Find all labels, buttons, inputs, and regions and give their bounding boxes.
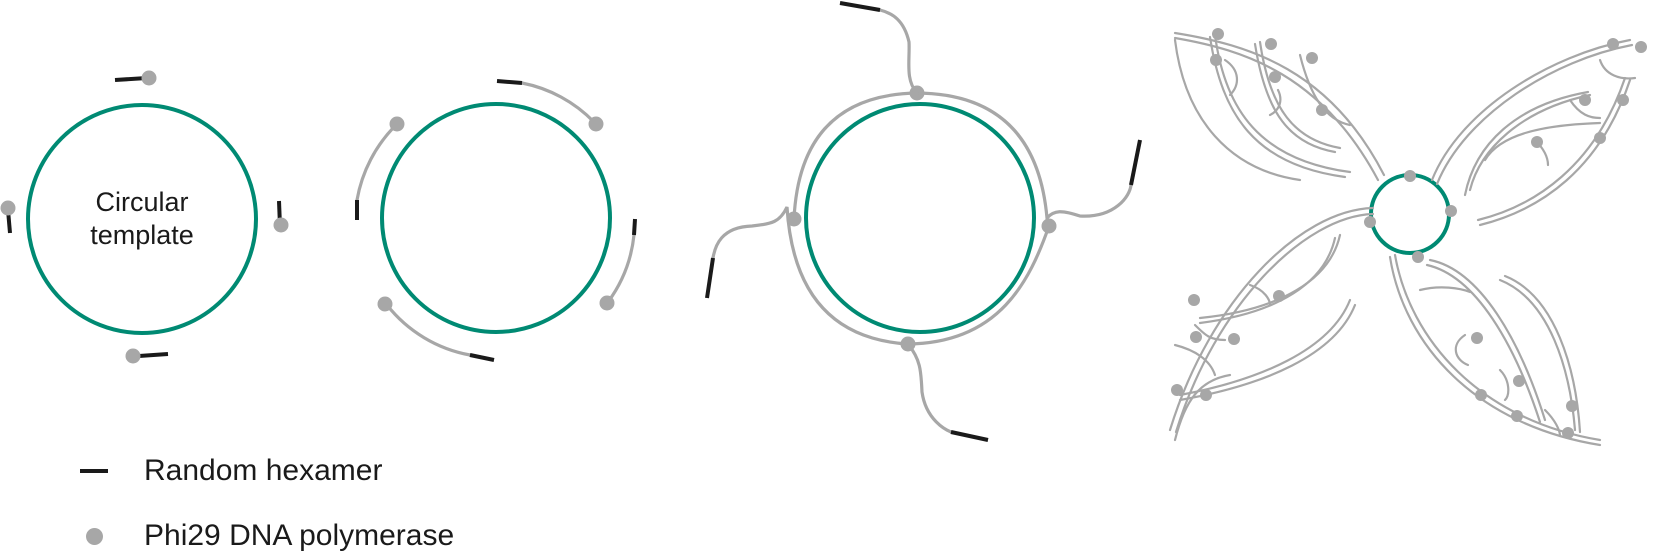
polymerase-dot (1212, 28, 1224, 40)
polymerase-dot (1265, 38, 1277, 50)
polymerase-dot (1200, 389, 1212, 401)
displaced-strand (711, 206, 910, 346)
hexamer (469, 353, 495, 362)
polymerase-dot (1566, 400, 1578, 412)
branch-lobe-upper-right (1430, 38, 1647, 227)
hexamer (950, 430, 989, 442)
circular-template-4 (1369, 173, 1451, 255)
polymerase-dot (1188, 294, 1200, 306)
stage-1: Circular template (0, 70, 289, 364)
hexamer (839, 1, 881, 12)
hexamer (705, 257, 715, 299)
polymerase-dot (1445, 205, 1457, 217)
displaced-strand (915, 91, 1133, 222)
polymerase-dot (377, 296, 393, 312)
polymerase-dot (1475, 389, 1487, 401)
polymerase-dot (1607, 38, 1619, 50)
polymerase-dot (1228, 333, 1240, 345)
stage-4 (1168, 28, 1647, 447)
stage-3 (705, 1, 1142, 442)
legend-row-hexamer: Random hexamer (80, 454, 382, 488)
new-strand (385, 303, 472, 357)
branch-lobe-upper-left (1173, 28, 1386, 182)
new-strand (606, 233, 636, 304)
polymerase-dot (1269, 71, 1281, 83)
polymerase-dot (1190, 331, 1202, 343)
polymerase-dot (588, 116, 604, 132)
branch-lobe-lower-left (1168, 206, 1375, 442)
polymerase-dot (1273, 290, 1285, 302)
polymerase-dot (1579, 94, 1591, 106)
polymerase-dot (1210, 54, 1222, 66)
polymerase-dot (0, 200, 16, 216)
hexamer-swatch (80, 469, 108, 473)
hexamer (1129, 139, 1142, 186)
polymerase-dot (1404, 170, 1416, 182)
polymerase-dot (786, 211, 802, 227)
circular-template-3 (804, 102, 1036, 334)
new-strand (355, 123, 398, 202)
polymerase-dot (1594, 132, 1606, 144)
circular-template-2 (380, 102, 612, 334)
polymerase-dot (1562, 427, 1574, 439)
legend-row-polymerase: Phi29 DNA polymerase (80, 519, 454, 553)
polymerase-dot (1617, 94, 1629, 106)
branch-lobe-lower-right (1388, 253, 1602, 447)
legend-polymerase-label: Phi29 DNA polymerase (144, 519, 455, 552)
circular-template-1 (26, 103, 258, 335)
hexamer (632, 218, 637, 236)
polymerase-dot (1412, 251, 1424, 263)
template-label-line1: Circular (95, 187, 188, 217)
polymerase-dot (1531, 136, 1543, 148)
new-strand (520, 81, 596, 124)
polymerase-dot (1041, 218, 1057, 234)
polymerase-dot (1511, 410, 1523, 422)
polymerase-dot (900, 336, 916, 352)
polymerase-dot (1316, 104, 1328, 116)
hexamer (138, 352, 169, 358)
stage-2 (355, 79, 637, 362)
polymerase-swatch (86, 527, 103, 545)
polymerase-dot (1171, 384, 1183, 396)
legend-hexamer-label: Random hexamer (144, 454, 383, 487)
polymerase-dot (1364, 216, 1376, 228)
polymerase-dot (125, 348, 141, 364)
polymerase-dot (389, 116, 405, 132)
polymerase-dot (1635, 41, 1647, 53)
hexamer (496, 79, 523, 85)
polymerase-dot (599, 295, 615, 311)
template-label-line2: template (90, 220, 194, 250)
polymerase-dot (1306, 52, 1318, 64)
polymerase-dot (1513, 375, 1525, 387)
displaced-strand (792, 8, 921, 221)
polymerase-dot (1471, 332, 1483, 344)
polymerase-dot (141, 70, 157, 86)
polymerase-dot (273, 217, 289, 233)
